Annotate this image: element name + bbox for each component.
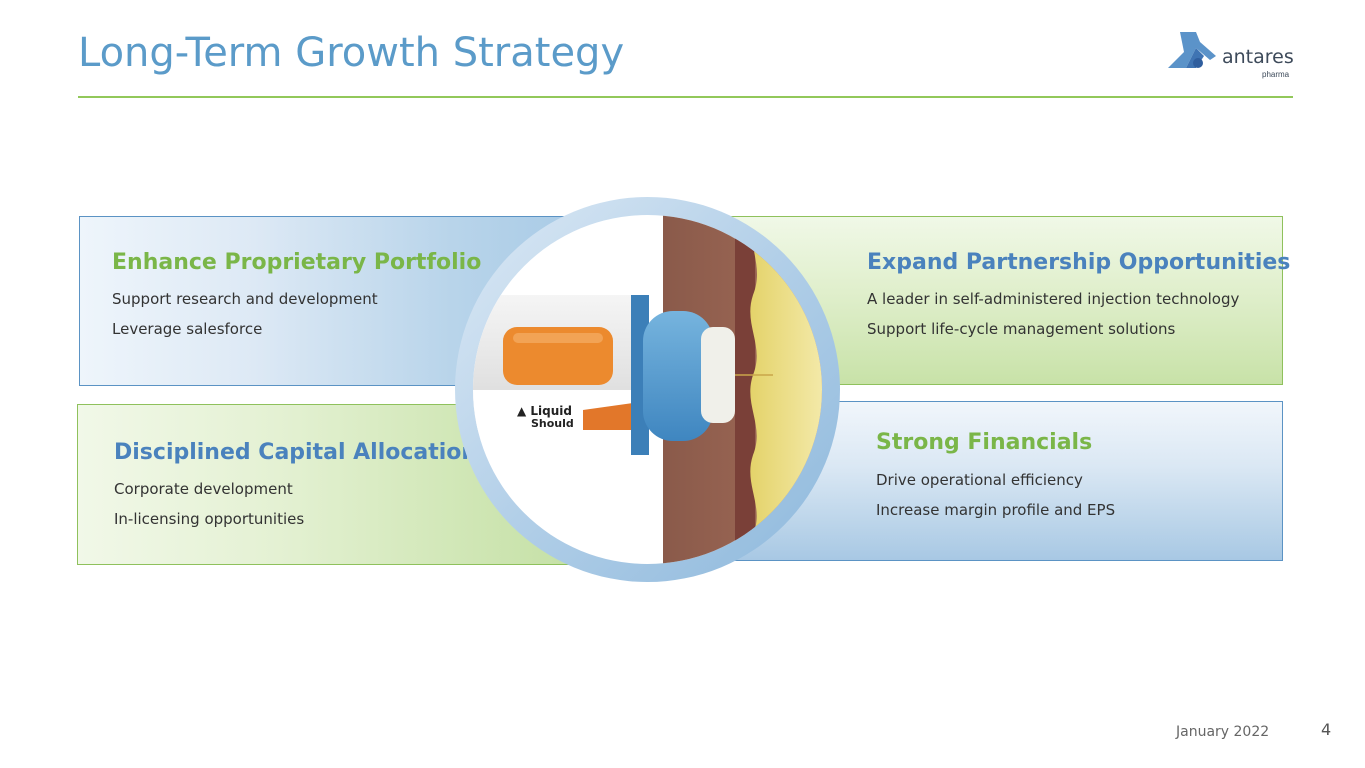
quadrant-line: Leverage salesforce [112,320,263,338]
quadrant-heading: Enhance Proprietary Portfolio [112,250,482,275]
antares-logo-icon [1168,32,1216,68]
footer-date: January 2022 [1176,724,1270,740]
title-divider [78,96,1293,98]
quadrant-line: Support life-cycle management solutions [867,320,1176,338]
quadrant-heading: Disciplined Capital Allocation [114,440,478,465]
company-logo: antares pharma [1166,30,1296,80]
quadrant-line: Corporate development [114,480,293,498]
quadrant-line: Increase margin profile and EPS [876,501,1116,519]
device-label-line: ▲ Liquid [517,404,572,418]
quadrant-line: Support research and development [112,290,378,308]
quadrant-line: A leader in self-administered injection … [867,290,1240,308]
page-number: 4 [1321,720,1332,739]
injector-skin-image: ▲ Liquid Should [473,215,822,564]
logo-wordmark: antares [1222,46,1294,68]
page-title: Long-Term Growth Strategy [78,30,625,76]
quadrant-line: Drive operational efficiency [876,471,1083,489]
quadrant-heading: Expand Partnership Opportunities [867,250,1291,275]
illustration-frame: ▲ Liquid Should [473,215,822,564]
logo-subtext: pharma [1262,70,1290,79]
autoinjector-illustration: ▲ Liquid Should [455,197,840,582]
quadrant-heading: Strong Financials [876,430,1093,455]
quadrant-line: In-licensing opportunities [114,510,305,528]
device-label-line: Should [531,417,574,430]
